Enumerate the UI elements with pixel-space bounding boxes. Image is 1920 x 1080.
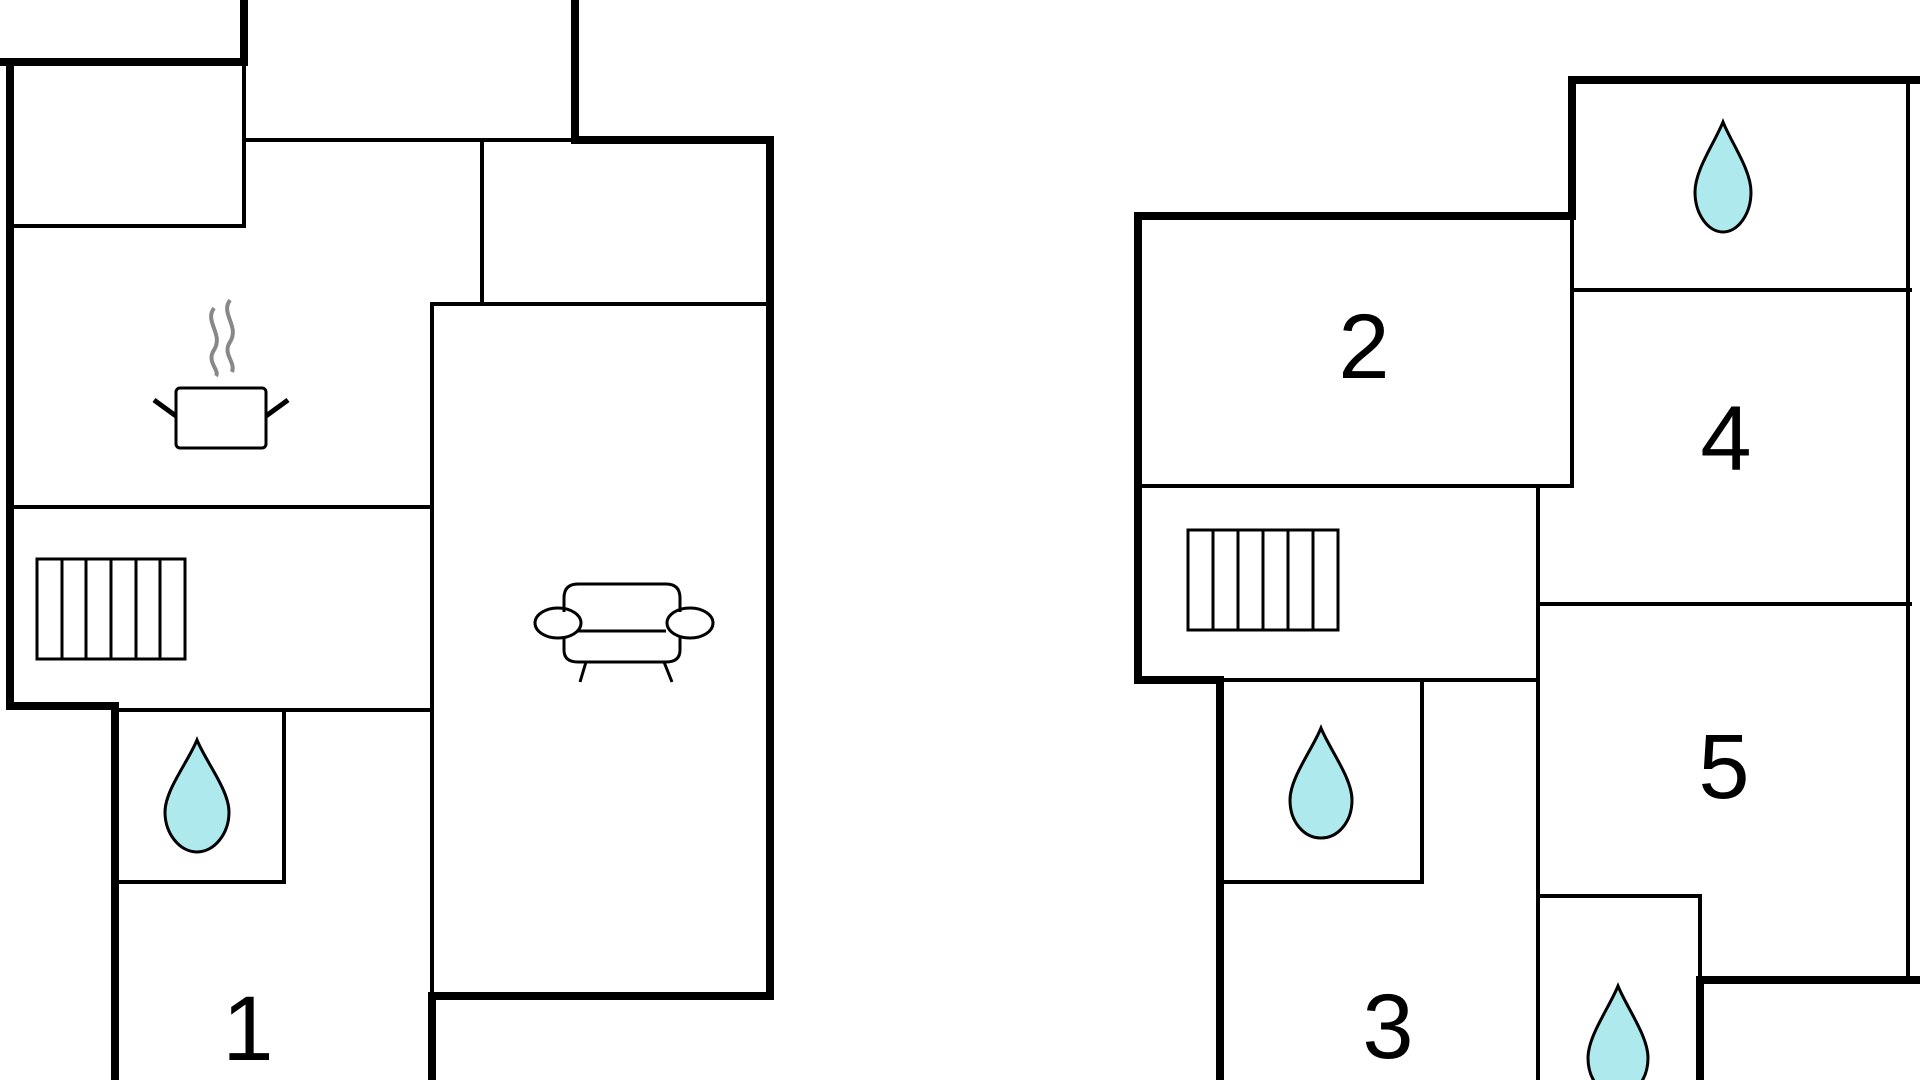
bathroom-drop-icon <box>1693 118 1753 234</box>
upper-floor-plan: 2 3 4 5 <box>1134 76 1920 1080</box>
kitchen-pot-icon <box>152 298 290 450</box>
ground-floor-plan: 1 <box>0 0 774 1080</box>
room-number-2: 2 <box>1338 296 1389 398</box>
room-number-1: 1 <box>222 978 273 1080</box>
bathroom-drop-icon <box>1288 724 1354 840</box>
room-number-3: 3 <box>1362 976 1413 1078</box>
living-sofa-icon <box>533 582 715 683</box>
stairs-icon <box>1186 528 1340 632</box>
upper-floor-partitions <box>1136 78 1912 1080</box>
stairs-icon <box>35 557 187 661</box>
ground-floor-partitions <box>8 60 772 998</box>
room-number-5: 5 <box>1698 716 1749 818</box>
bathroom-drop-icon <box>1586 982 1650 1080</box>
room-number-4: 4 <box>1700 388 1751 490</box>
upper-floor-outer-walls <box>1134 76 1920 1080</box>
ground-floor-outer-walls <box>0 0 774 1080</box>
bathroom-drop-icon <box>163 736 231 854</box>
